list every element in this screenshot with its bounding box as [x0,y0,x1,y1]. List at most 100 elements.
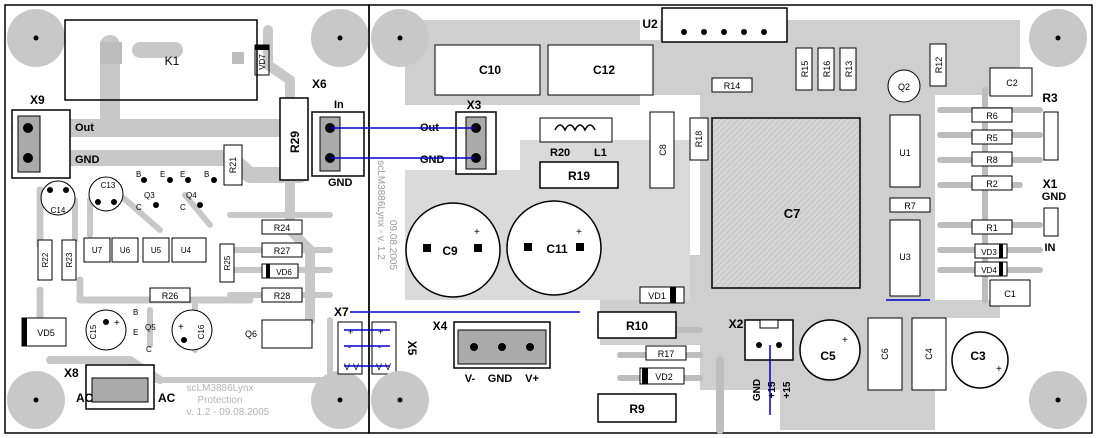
diode-vd7: VD7 [254,44,270,76]
x1-pin-gnd: GND [1042,191,1067,203]
x6-pin-in: In [334,99,344,111]
r10-label: R10 [626,319,648,333]
capacitor-c1: C1 [989,279,1031,307]
capacitor-c2: C2 [989,67,1033,97]
r15-label: R15 [800,61,810,78]
c7-label: C7 [784,206,801,221]
transistor-q6: Q6 [245,319,313,349]
r1-label: R1 [986,223,998,233]
x2-pin-plus15: +15 [767,381,778,398]
r9-label: R9 [629,402,645,416]
pin-mark: + [378,327,383,337]
q3-label: Q3 [144,191,155,200]
q6-label: Q6 [245,329,257,339]
capacitor-c9: C9 + [405,202,501,298]
c8-label: C8 [658,144,668,156]
c1-label: C1 [1004,289,1016,299]
capacitor-c3: C3 + [951,331,1009,389]
ic-u7: U7 [83,237,111,263]
c9-plus: + [474,227,480,238]
footer-line-2: Protection [197,395,242,406]
c16-plus: + [178,322,184,333]
c15-plus: + [114,318,120,329]
resistor-r15: R15 [795,47,813,91]
u2-label: U2 [642,17,658,31]
c14-label: C14 [51,206,66,215]
r24-label: R24 [274,223,291,233]
resistor-r28: R28 [261,287,303,303]
c2-label: C2 [1006,78,1018,88]
board-date-text: 09.08.2005 [387,220,398,270]
r20-label: R20 [550,147,570,159]
x3-label: X3 [467,98,482,112]
connector-x3: X3 Out GND [420,98,497,175]
transistor-pads [141,177,217,208]
ac-label: AC [76,391,94,405]
pin-mark: V [353,362,359,372]
transistor-q2: Q2 [887,69,921,103]
r18-label: R18 [694,131,704,148]
resistor-r14: R14 [711,77,753,93]
vd6-label: VD6 [276,268,292,277]
r5-label: R5 [986,133,998,143]
diode-vd6: VD6 [261,263,299,279]
capacitor-c10: C10 [434,44,541,96]
x9-pin-out: Out [75,122,94,134]
resistor-r7: R7 [889,197,931,213]
c15-label: C15 [89,324,98,339]
capacitor-c5: C5 + [799,319,861,381]
ic-u3: U3 [889,219,921,297]
mounting-hole [1029,371,1087,429]
r12-label: R12 [934,57,944,74]
x5-label: X5 [405,341,419,356]
x4-pin-gnd: GND [488,373,513,385]
capacitor-c15: + C15 [85,309,127,351]
capacitor-c11: C11 + [506,200,602,296]
pin-letter: E [180,170,185,179]
capacitor-c13: C13 [88,176,124,212]
jumper-wires [330,127,930,415]
mounting-hole [311,371,369,429]
pin-letter: B [133,308,138,317]
resistor-r6: R6 [971,107,1013,123]
u7-label: U7 [92,246,103,255]
pin-letter: E [133,328,138,337]
pin-letter: B [136,170,141,179]
pin-letter: C [136,203,142,212]
ic-u1: U1 [889,114,921,188]
diode-vd3: VD3 [974,243,1008,259]
vd5-label: VD5 [37,328,55,338]
trimmer-r3: R3 [1042,91,1059,161]
capacitor-c16: + C16 [171,309,213,351]
r8-label: R8 [986,155,998,165]
mounting-hole [7,9,65,67]
resistor-r29: R29 [279,97,309,181]
capacitor-c8: C8 [649,111,675,189]
r17-label: R17 [658,349,675,359]
pin-mark: V [385,362,391,372]
r28-label: R28 [274,291,291,301]
diode-vd7-label: VD7 [258,54,267,70]
r3-label: R3 [1042,91,1058,105]
c13-label: C13 [101,181,116,190]
resistor-r18: R18 [689,117,709,161]
pin-mark: - [348,342,351,352]
resistor-r19: R19 [539,161,619,189]
capacitor-c12: C12 [547,44,654,96]
resistor-r9: R9 [597,393,677,423]
l1-label: L1 [594,147,607,159]
resistor-r25: R25 [219,243,235,283]
connector-x4: X4 V- GND V+ [433,319,551,385]
connector-x2: X2 GND +15 +15 [729,317,794,401]
r16-label: R16 [822,61,832,78]
resistor-r8: R8 [971,151,1013,167]
c5-label: C5 [820,349,836,363]
x2-pin-plus15: +15 [782,381,793,398]
c6-label: C6 [880,348,890,360]
c3-label: C3 [970,349,986,363]
r21-label: R21 [228,157,238,174]
r27-label: R27 [274,246,291,256]
capacitor-c4: C4 [911,317,947,391]
pin-mark: + [348,327,353,337]
u6-label: U6 [120,246,131,255]
